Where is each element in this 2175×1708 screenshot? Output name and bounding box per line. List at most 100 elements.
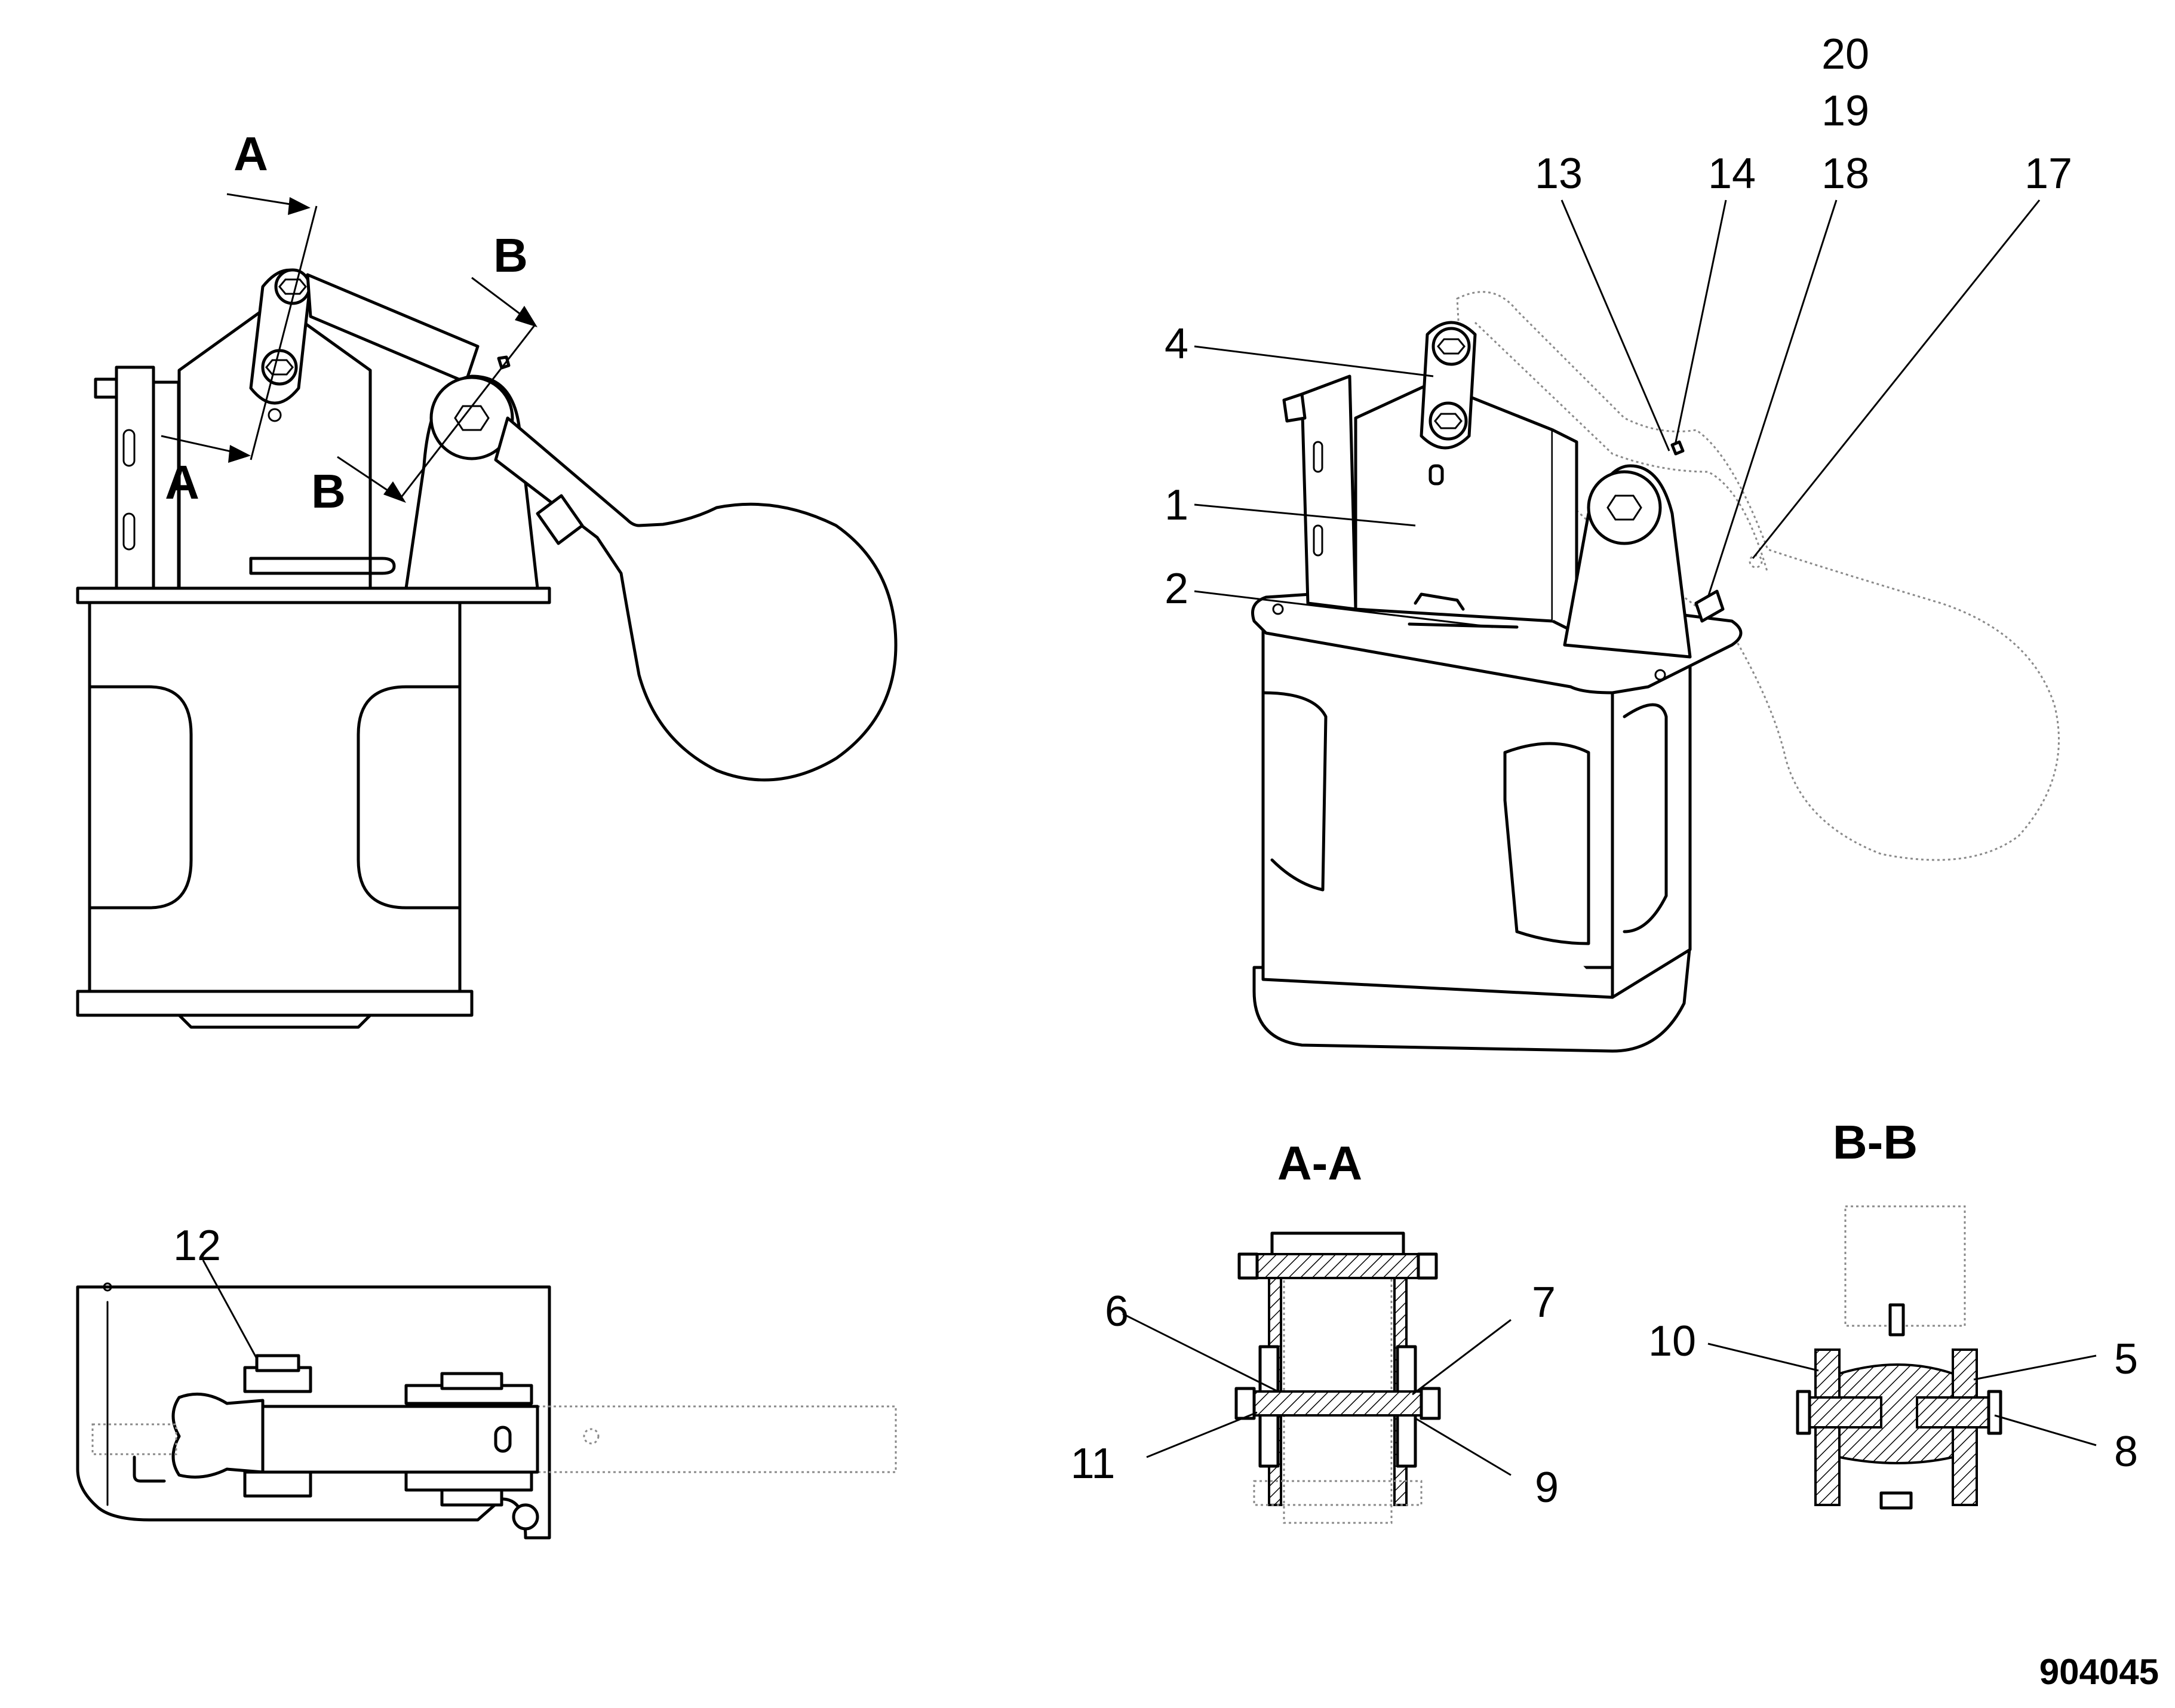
leader-12 xyxy=(202,1260,258,1359)
bb-bolt-left xyxy=(1802,1396,1882,1429)
aa-upper-nut xyxy=(1417,1252,1438,1280)
callout-20: 20 xyxy=(1821,30,1869,78)
top-view-nut-upper xyxy=(255,1354,300,1372)
side-handle-paddle xyxy=(494,416,898,782)
iso-grease-nipple xyxy=(1670,440,1685,456)
bb-bolt-right xyxy=(1916,1396,1996,1429)
callout-8: 8 xyxy=(2114,1428,2138,1476)
section-marker-a-bottom: A xyxy=(165,456,199,509)
iso-upright-plate xyxy=(1300,374,1357,611)
callout-7: 7 xyxy=(1532,1279,1556,1326)
aa-upper-bolt-head xyxy=(1237,1252,1259,1280)
side-housing xyxy=(88,595,462,993)
callout-13: 13 xyxy=(1535,150,1583,198)
top-view-hole-lower xyxy=(512,1503,539,1531)
iso-cutout-right xyxy=(1623,703,1668,933)
top-view-hole-upper xyxy=(103,1282,112,1292)
leader-2 xyxy=(1194,590,1494,628)
leader-18 xyxy=(1707,199,1838,598)
isometric-view xyxy=(1251,291,2060,1053)
leader-17 xyxy=(1752,199,2041,559)
side-lever-bolt-lower xyxy=(261,349,298,386)
iso-slot-2 xyxy=(1313,524,1323,557)
top-view-boss-upper xyxy=(440,1372,503,1390)
iso-pin-stub xyxy=(1429,464,1444,486)
side-handle-nut xyxy=(536,494,584,545)
side-view: A A B B xyxy=(76,127,898,1029)
callout-11: 11 xyxy=(1071,1440,1116,1488)
bb-ghost-upper xyxy=(1844,1205,1966,1327)
section-b-arrow-top xyxy=(399,277,537,499)
leader-4 xyxy=(1194,345,1434,377)
section-marker-b-top: B xyxy=(493,229,528,282)
iso-lock-pin xyxy=(1414,592,1465,611)
iso-hex-lower xyxy=(1434,413,1463,429)
side-window-left xyxy=(88,685,193,910)
aa-lower-nut xyxy=(1420,1387,1441,1420)
iso-center-plate-side xyxy=(1552,428,1578,635)
side-upright-plate xyxy=(115,365,155,590)
callout-18: 18 xyxy=(1821,150,1869,198)
side-hinge-boss xyxy=(429,376,514,460)
leader-9 xyxy=(1415,1417,1512,1476)
top-view-handle-ghost xyxy=(536,1405,897,1473)
bb-grease-fitting xyxy=(1888,1303,1905,1337)
iso-cutout-left xyxy=(1261,691,1328,892)
section-a-a xyxy=(1122,1231,1512,1524)
side-grease-nipple xyxy=(497,355,511,370)
callout-6: 6 xyxy=(1105,1288,1129,1335)
section-a-arrow-top xyxy=(226,193,318,460)
side-grease-fitting xyxy=(94,377,118,399)
leader-10 xyxy=(1707,1343,1819,1372)
iso-hinge-hex xyxy=(1606,494,1642,521)
top-view-pin-hole xyxy=(494,1426,512,1453)
top-view-pin-ghost xyxy=(91,1423,177,1455)
iso-leaders xyxy=(1194,199,2041,628)
iso-lever-bolt-lower xyxy=(1429,401,1468,441)
iso-slot-1 xyxy=(1313,441,1323,473)
section-b-b xyxy=(1707,1205,2097,1510)
iso-cutout-front xyxy=(1503,742,1590,945)
callout-1: 1 xyxy=(1165,481,1188,529)
top-view xyxy=(76,1260,897,1540)
leader-11 xyxy=(1146,1411,1258,1458)
iso-hinge-boss xyxy=(1587,470,1662,545)
side-small-hole xyxy=(268,408,282,422)
top-view-ghost-hole xyxy=(583,1428,600,1445)
iso-lever-bolt-upper xyxy=(1431,327,1471,366)
aa-lower-bolt xyxy=(1253,1390,1423,1417)
bb-bottom-nut xyxy=(1879,1491,1913,1510)
leader-14 xyxy=(1674,199,1727,446)
leader-6 xyxy=(1122,1313,1279,1393)
bb-bolt-head-right xyxy=(1987,1390,2002,1435)
side-bottom-plate xyxy=(76,990,474,1017)
top-view-lock-pin xyxy=(133,1455,166,1483)
aa-upper-bolt xyxy=(1253,1253,1423,1279)
iso-hex-upper xyxy=(1437,338,1466,355)
top-view-lever-body xyxy=(171,1392,265,1479)
section-title-bb: B-B xyxy=(1833,1116,1918,1169)
iso-lock-pin-bar xyxy=(1408,622,1519,629)
section-title-aa: A-A xyxy=(1277,1136,1362,1190)
iso-hole-right xyxy=(1654,669,1666,681)
aa-bottom-ghost xyxy=(1253,1480,1423,1506)
side-center-plate xyxy=(177,300,372,590)
callout-4: 4 xyxy=(1165,320,1188,368)
side-hinge-hex xyxy=(454,405,490,431)
section-b-arrow-bottom xyxy=(337,456,406,503)
side-hex-upper xyxy=(278,278,307,295)
bb-bolt-head-left xyxy=(1796,1390,1811,1435)
side-hex-lower xyxy=(265,359,294,376)
iso-grease-fitting xyxy=(1282,392,1307,423)
iso-handle-ghost-inner xyxy=(1474,321,1769,574)
drawing-number: 904045 xyxy=(2039,1652,2159,1692)
iso-hole-left xyxy=(1272,603,1284,615)
section-marker-a-top: A xyxy=(234,127,268,180)
callout-17: 17 xyxy=(2025,150,2072,198)
leader-7 xyxy=(1412,1319,1512,1396)
section-marker-b-bottom: B xyxy=(311,465,346,518)
leader-5 xyxy=(1973,1354,2097,1381)
side-top-plate xyxy=(76,586,551,604)
aa-lower-bolt-head xyxy=(1234,1387,1256,1420)
